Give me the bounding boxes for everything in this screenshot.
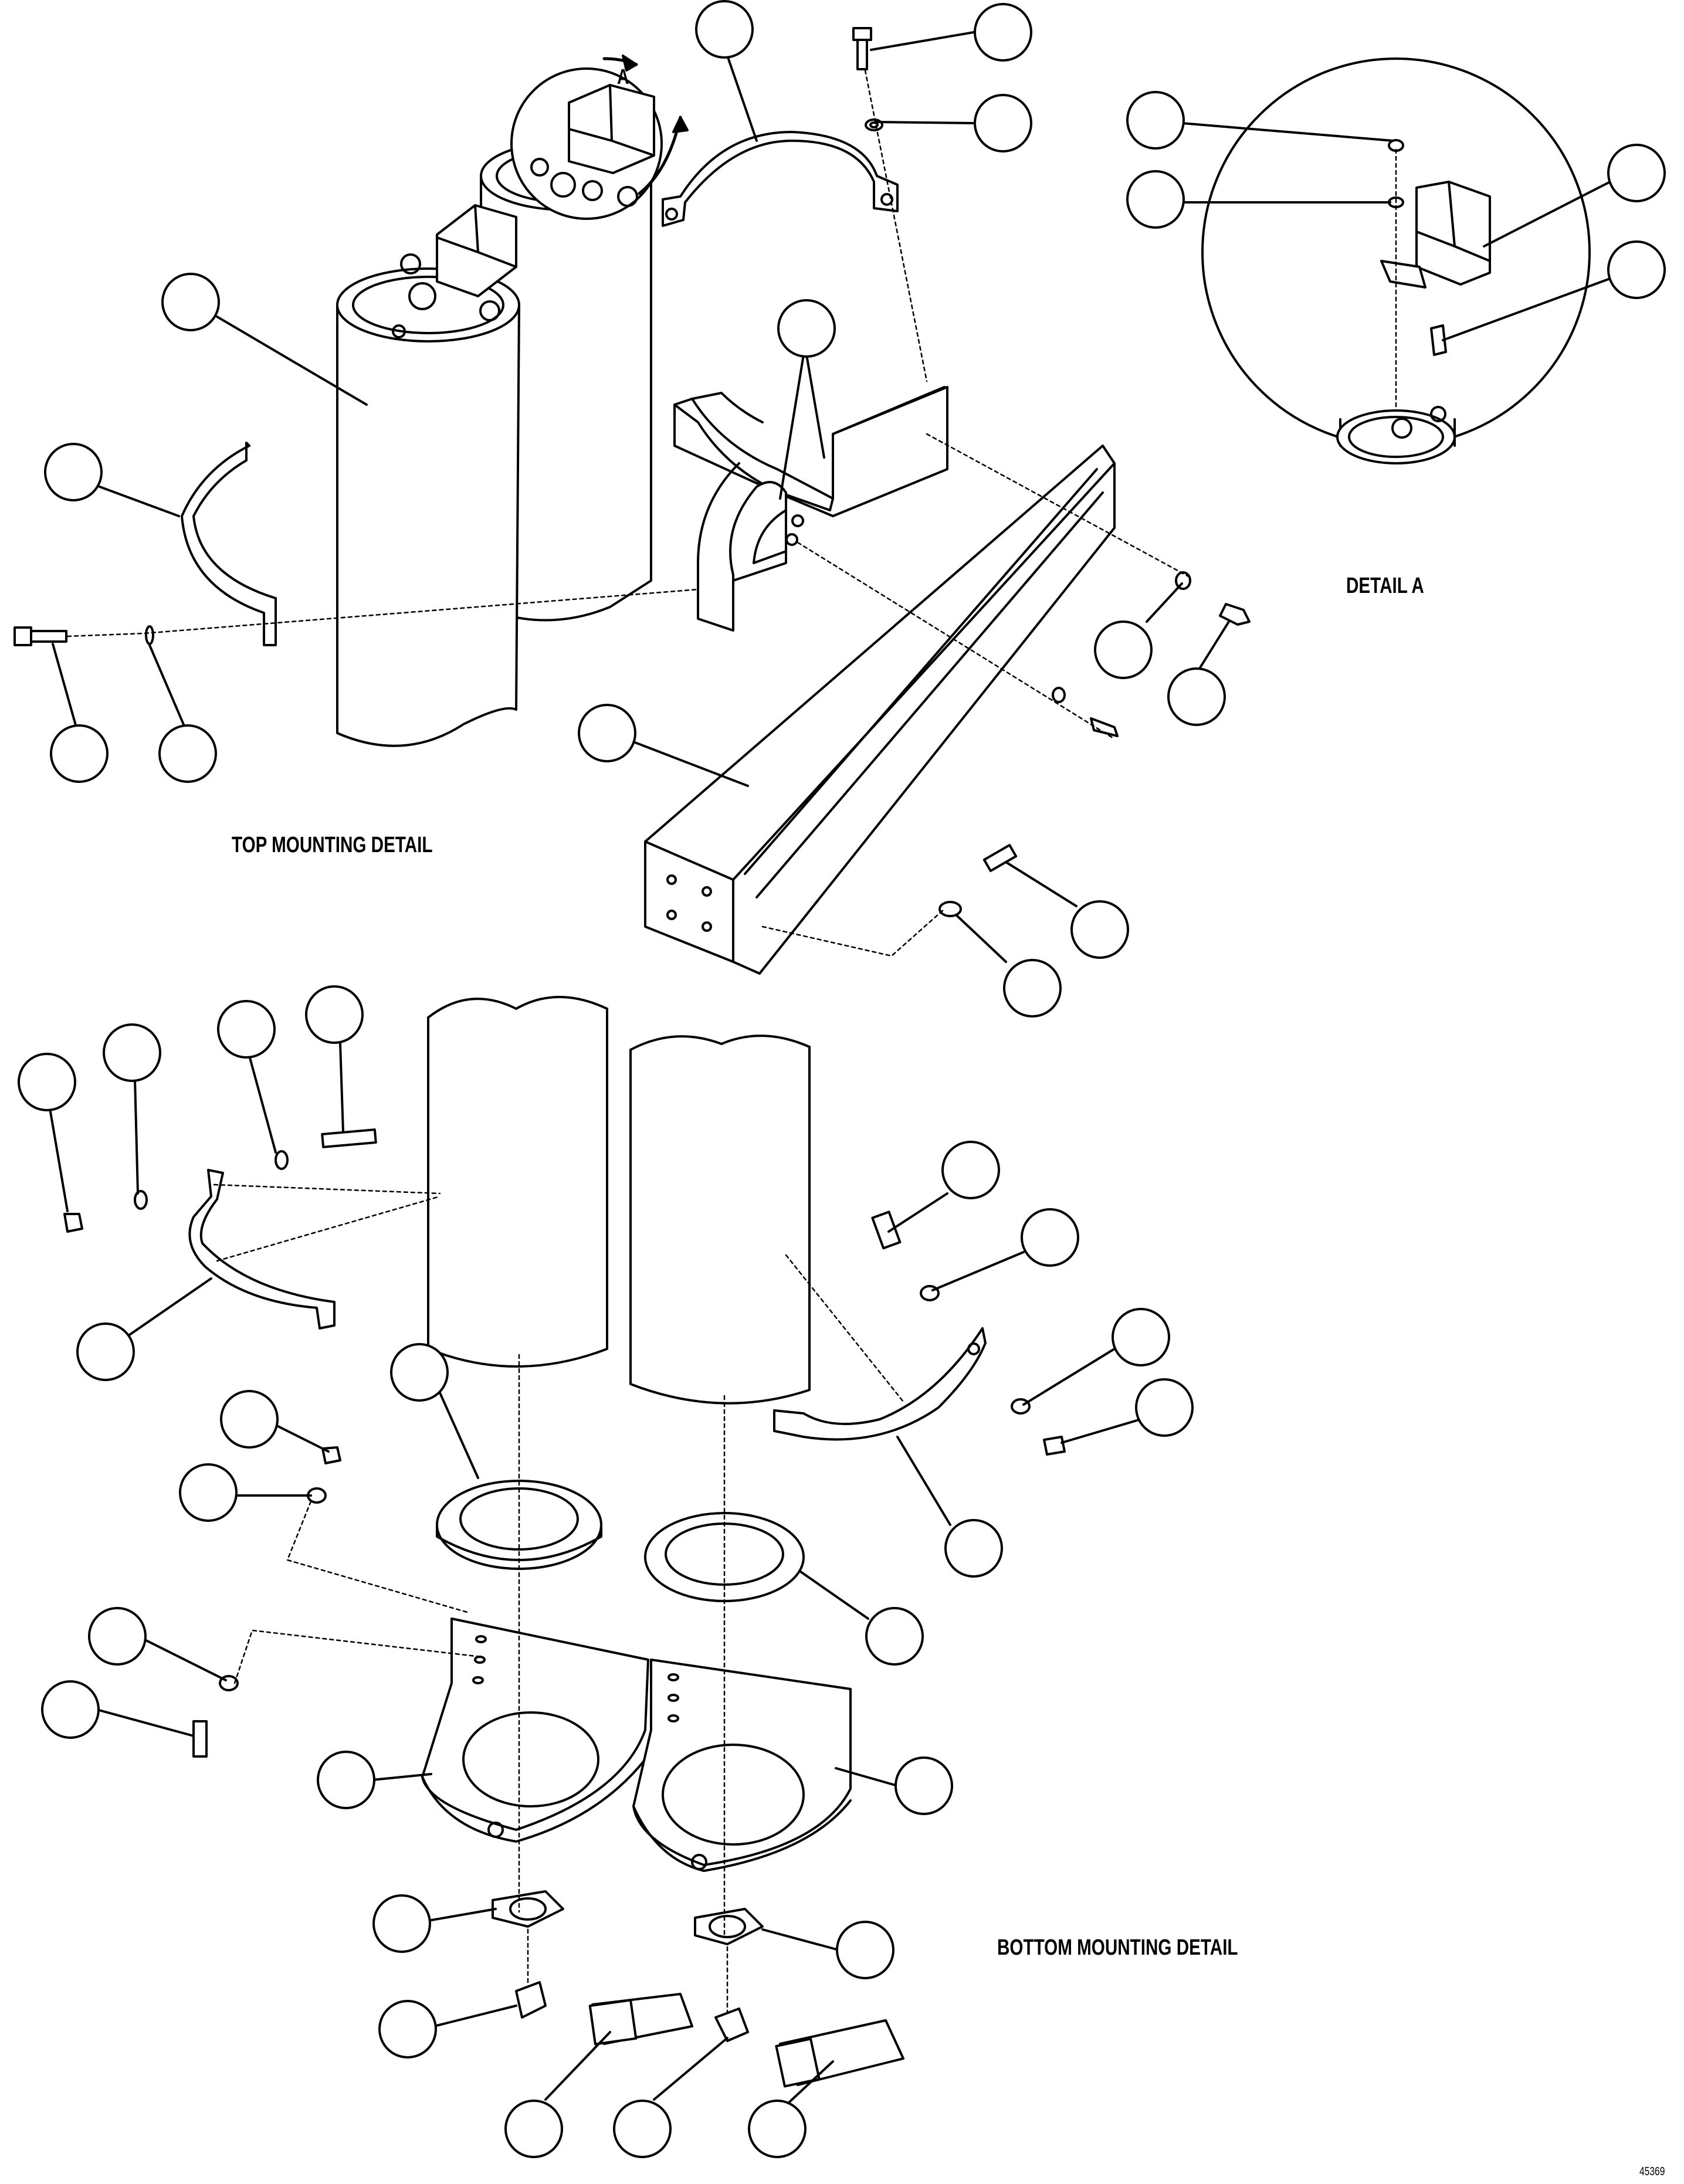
top-mounting-detail-title: TOP MOUNTING DETAIL <box>232 833 433 857</box>
top-strap-clamp <box>662 131 899 227</box>
bottom-left-clamp <box>188 1169 336 1330</box>
bottom-left-cylinder <box>427 996 608 1368</box>
bottom-right-clamp <box>773 1327 987 1441</box>
detail-a-callout <box>510 55 689 220</box>
left-bolt <box>13 625 154 646</box>
drawing-number: 45369 <box>1639 2165 1665 2178</box>
mounting-channel-beam <box>644 445 1116 975</box>
upper-saddle-bracket <box>673 386 948 517</box>
callout-balloons <box>18 0 1666 2158</box>
assembly-path-lines <box>66 69 1192 957</box>
channel-fasteners <box>938 571 1251 917</box>
lower-saddle-bracket <box>697 462 804 632</box>
bottom-path-lines <box>213 1183 904 2013</box>
bottom-mounting-detail-title: BOTTOM MOUNTING DETAIL <box>997 1935 1238 1960</box>
left-strap-clamp <box>181 442 277 646</box>
port-fittings <box>492 1890 764 2042</box>
top-bolt <box>852 27 883 131</box>
detail-a-title: DETAIL A <box>1346 574 1424 598</box>
base-cradle-right <box>632 1659 852 1872</box>
detail-callout-letter: A <box>617 65 629 89</box>
front-filter-cylinder <box>336 253 520 747</box>
bottom-right-cylinder <box>629 1035 811 1405</box>
detail-a-view <box>1201 57 1591 464</box>
gasket-rings <box>436 1480 805 1602</box>
hose-assemblies <box>588 1993 904 2088</box>
bottom-fasteners <box>63 1128 1066 1758</box>
base-cradle-left <box>421 1617 649 1843</box>
